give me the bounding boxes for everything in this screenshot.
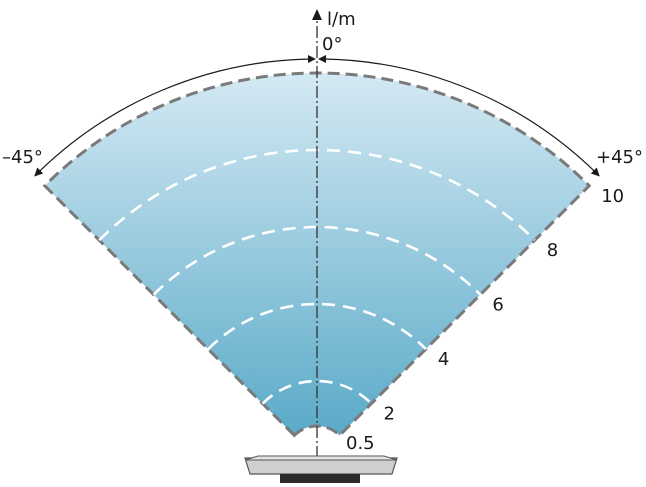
- range-labels: 2 4 6 8 10: [383, 186, 624, 425]
- axis-arrow-icon: [312, 9, 322, 20]
- range-label-6m: 6: [492, 295, 503, 316]
- angle-start-arrow-left-icon: [308, 55, 316, 63]
- range-label-8m: 8: [547, 240, 558, 261]
- sensor-connector: [280, 474, 360, 483]
- left-angle-label: –45°: [2, 147, 43, 168]
- range-ring-6m: [152, 225, 482, 296]
- sensor-face: [244, 455, 398, 461]
- range-label-4m: 4: [438, 349, 449, 370]
- range-ring-2m: [261, 379, 373, 405]
- angle-start-arrow-right-icon: [318, 55, 326, 63]
- detection-field-outline: [42, 71, 592, 438]
- right-angle-label: +45°: [596, 147, 643, 168]
- axis-unit-label: l/m: [327, 9, 356, 30]
- range-label-2m: 2: [383, 404, 394, 425]
- range-label-10m: 10: [601, 186, 624, 207]
- center-angle-label: 0°: [322, 34, 342, 55]
- range-ring-4m: [207, 302, 427, 351]
- angle-arc-right: [322, 58, 600, 177]
- min-range-label: 0.5: [346, 433, 375, 454]
- sensor-device: [244, 455, 398, 483]
- angle-arc-left: [34, 58, 312, 177]
